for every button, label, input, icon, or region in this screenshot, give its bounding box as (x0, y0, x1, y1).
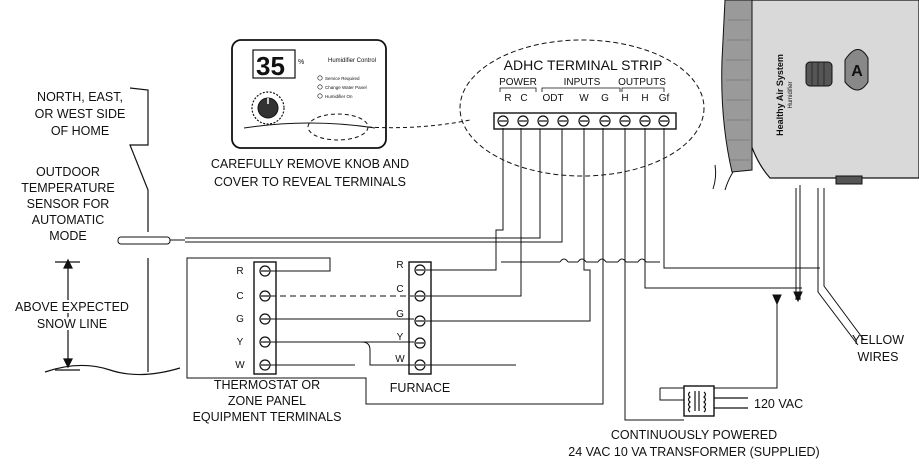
strip-title: ADHC TERMINAL STRIP (504, 57, 663, 73)
group-inputs: INPUTS (564, 77, 601, 88)
thermostat-label-c: C (236, 291, 243, 302)
thermostat-caption-line-2: ZONE PANEL (228, 394, 306, 408)
humidifier-control: 35 % Humidifier Control Service Required… (231, 39, 471, 149)
sensor-line-4: AUTOMATIC (32, 213, 104, 227)
outdoor-side-line-3: OF HOME (51, 124, 109, 138)
display-unit: % (298, 59, 304, 66)
thermostat-label-w: W (235, 360, 245, 371)
yellow-wires-label: YELLOW WIRES (852, 333, 904, 364)
transformer-caption-line-1: CONTINUOUSLY POWERED (611, 428, 777, 442)
strip-label-c: C (520, 93, 527, 104)
yellow-wires-line-2: WIRES (858, 350, 899, 364)
thermostat-caption: THERMOSTAT OR ZONE PANEL EQUIPMENT TERMI… (193, 378, 342, 424)
sensor-line-1: OUTDOOR (36, 165, 100, 179)
furnace-label-g: G (396, 309, 404, 320)
brand-line-1: Healthy Air System (775, 54, 785, 136)
furnace-label-c: C (396, 284, 403, 295)
thermostat-caption-line-1: THERMOSTAT OR (214, 378, 320, 392)
humidifier-damper (844, 49, 869, 91)
strip-groups: POWER INPUTS OUTPUTS (499, 77, 666, 88)
control-title: Humidifier Control (328, 58, 376, 64)
furnace-caption: FURNACE (390, 381, 450, 395)
brand-text: Healthy Air System Humidifier (775, 54, 794, 136)
strip-terminal-labels: R C ODT W G H H Gf (504, 93, 669, 104)
snow-line-label: ABOVE EXPECTED SNOW LINE (13, 298, 131, 333)
outdoor-side-line-2: OR WEST SIDE (35, 107, 126, 121)
transformer (683, 385, 748, 417)
snow-line-2: SNOW LINE (37, 317, 107, 331)
strip-label-g: G (601, 93, 609, 104)
control-caption: CAREFULLY REMOVE KNOB AND COVER TO REVEA… (211, 157, 409, 189)
sensor-cable (185, 128, 563, 243)
strip-label-h1: H (621, 93, 628, 104)
group-outputs: OUTPUTS (618, 77, 666, 88)
svg-text:A: A (851, 63, 863, 80)
sensor-line-2: TEMPERATURE (21, 181, 115, 195)
display-value: 35 (256, 51, 285, 81)
furnace-block: R C G Y W (395, 260, 432, 375)
thermostat-block: R C G Y W (235, 261, 277, 375)
yellow-wire-leads (772, 185, 865, 346)
strip-label-odt: ODT (542, 93, 563, 104)
strip-screws (497, 115, 670, 127)
thermostat-label-g: G (236, 314, 244, 325)
sensor-label: OUTDOOR TEMPERATURE SENSOR FOR AUTOMATIC… (21, 165, 115, 243)
strip-label-gf: Gf (659, 93, 670, 104)
adhc-terminal-strip: ADHC TERMINAL STRIP POWER INPUTS OUTPUTS… (459, 39, 705, 177)
thermostat-terminal-labels: R C G Y W (235, 266, 245, 371)
thermostat-label-r: R (236, 266, 243, 277)
humidifier-unit: Healthy Air System Humidifier A (712, 0, 919, 191)
furnace-terminal-labels: R C G Y W (395, 260, 405, 365)
control-caption-line-2: COVER TO REVEAL TERMINALS (214, 175, 406, 189)
furnace-label-y: Y (397, 332, 404, 343)
strip-label-w: W (579, 93, 589, 104)
group-power: POWER (499, 77, 537, 88)
furnace-label-r: R (396, 260, 403, 271)
transformer-caption: CONTINUOUSLY POWERED 24 VAC 10 VA TRANSF… (568, 428, 819, 459)
status-list: Service Required Change Water Panel Humi… (317, 75, 367, 99)
strip-label-h2: H (641, 93, 648, 104)
thermostat-caption-line-3: EQUIPMENT TERMINALS (193, 410, 342, 424)
humidifier-fitting (805, 61, 833, 87)
humidifier-valve (835, 175, 863, 185)
strip-label-r: R (504, 93, 511, 104)
outdoor-sensor (117, 236, 185, 245)
status-service: Service Required (325, 76, 360, 81)
sensor-line-5: MODE (49, 229, 87, 243)
furnace-label-w: W (395, 354, 405, 365)
status-humidifier-on: Humidifier On (325, 94, 353, 99)
yellow-wires-line-1: YELLOW (852, 333, 904, 347)
outdoor-wall (44, 87, 181, 376)
transformer-caption-line-2: 24 VAC 10 VA TRANSFORMER (SUPPLIED) (568, 445, 819, 459)
brand-line-2: Humidifier (788, 81, 794, 108)
outdoor-side-line-1: NORTH, EAST, (37, 90, 123, 104)
sensor-line-3: SENSOR FOR (27, 197, 110, 211)
status-change-panel: Change Water Panel (325, 85, 367, 90)
outdoor-side-label: NORTH, EAST, OR WEST SIDE OF HOME (35, 90, 126, 138)
transformer-voltage: 120 VAC (754, 397, 803, 411)
control-caption-line-1: CAREFULLY REMOVE KNOB AND (211, 157, 409, 171)
thermostat-label-y: Y (237, 337, 244, 348)
snow-line-1: ABOVE EXPECTED (15, 300, 129, 314)
wiring (186, 128, 820, 421)
